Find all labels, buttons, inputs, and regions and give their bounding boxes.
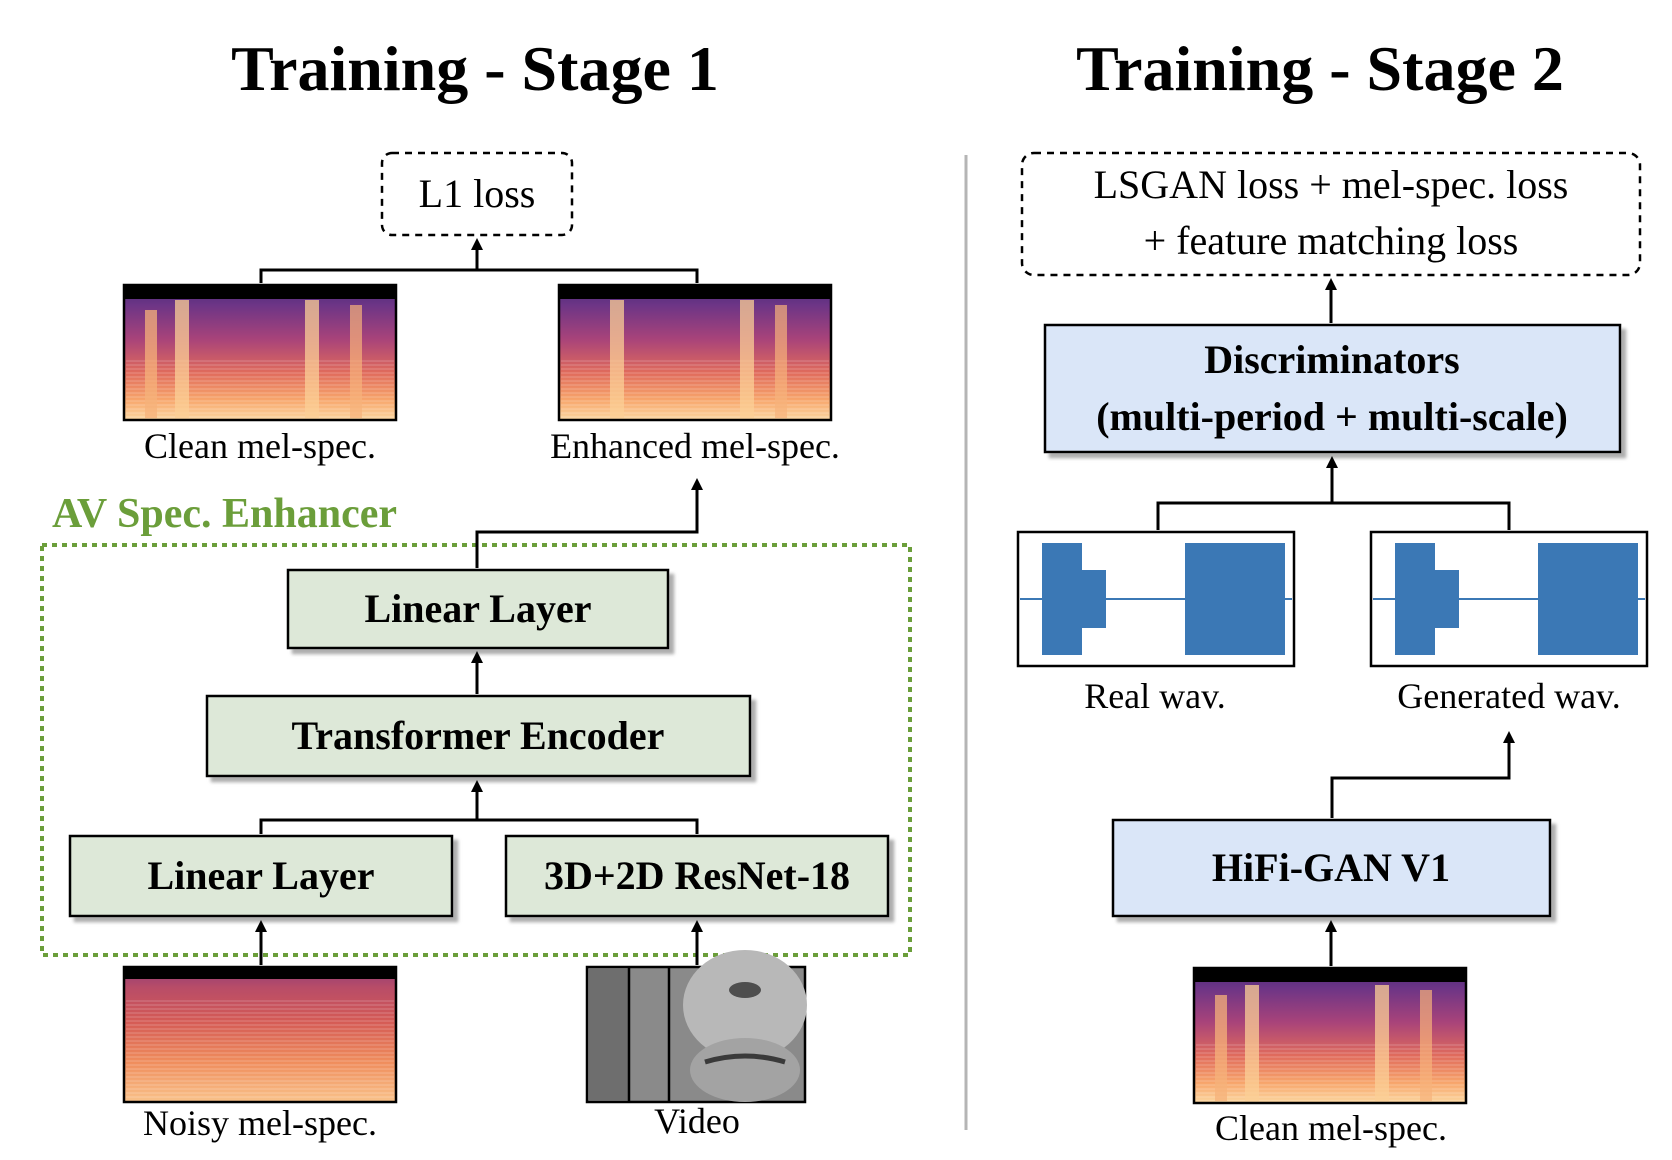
resnet-label: 3D+2D ResNet-18 [544, 853, 850, 898]
transformer-encoder-label: Transformer Encoder [292, 713, 665, 758]
av-spec-enhancer-label: AV Spec. Enhancer [52, 491, 397, 537]
stage2-loss-box [1020, 151, 1642, 277]
transformer-encoder [205, 694, 752, 778]
generated-waveform [1369, 530, 1649, 668]
video-frames [585, 950, 807, 1104]
stage2-title: Training - Stage 2 [1076, 33, 1564, 104]
hifigan-label: HiFi-GAN V1 [1212, 845, 1450, 890]
linear-layer-top [286, 568, 670, 650]
clean-spectrogram-stage1 [122, 283, 398, 422]
linear-to-enhanced-arrow [475, 478, 703, 568]
stage1-title: Training - Stage 1 [231, 33, 719, 104]
generated-wav-caption: Generated wav. [1397, 676, 1621, 716]
clean-mel-spec-caption-stage2: Clean mel-spec. [1215, 1108, 1447, 1148]
branch-connector [259, 818, 699, 834]
noisy-spectrogram [122, 965, 398, 1104]
wave-connector [1156, 501, 1511, 530]
discriminators-line2: (multi-period + multi-scale) [1096, 394, 1568, 439]
enhanced-spectrogram [557, 283, 833, 422]
noisy-mel-spec-caption: Noisy mel-spec. [143, 1103, 377, 1143]
loss-connector [259, 268, 699, 283]
real-waveform [1016, 530, 1296, 668]
linear-layer-top-label: Linear Layer [364, 586, 591, 631]
video-caption: Video [654, 1101, 740, 1141]
clean-mel-spec-caption-stage1: Clean mel-spec. [144, 426, 376, 466]
discriminators-box [1043, 323, 1622, 454]
hifigan-to-generated-arrow [1330, 731, 1515, 818]
l1-loss-box [380, 151, 574, 237]
clean-spectrogram-stage2 [1192, 966, 1468, 1105]
resnet-box [504, 834, 890, 918]
l1-loss-label: L1 loss [419, 171, 536, 216]
linear-layer-bottom-label: Linear Layer [147, 853, 374, 898]
real-wav-caption: Real wav. [1084, 676, 1226, 716]
enhanced-mel-spec-caption: Enhanced mel-spec. [550, 426, 840, 466]
stage2-loss-line1: LSGAN loss + mel-spec. loss [1094, 162, 1569, 207]
hifigan-box [1111, 818, 1552, 918]
stage2-loss-line2: + feature matching loss [1144, 218, 1519, 263]
discriminators-line1: Discriminators [1204, 337, 1460, 382]
linear-layer-bottom [68, 834, 454, 918]
